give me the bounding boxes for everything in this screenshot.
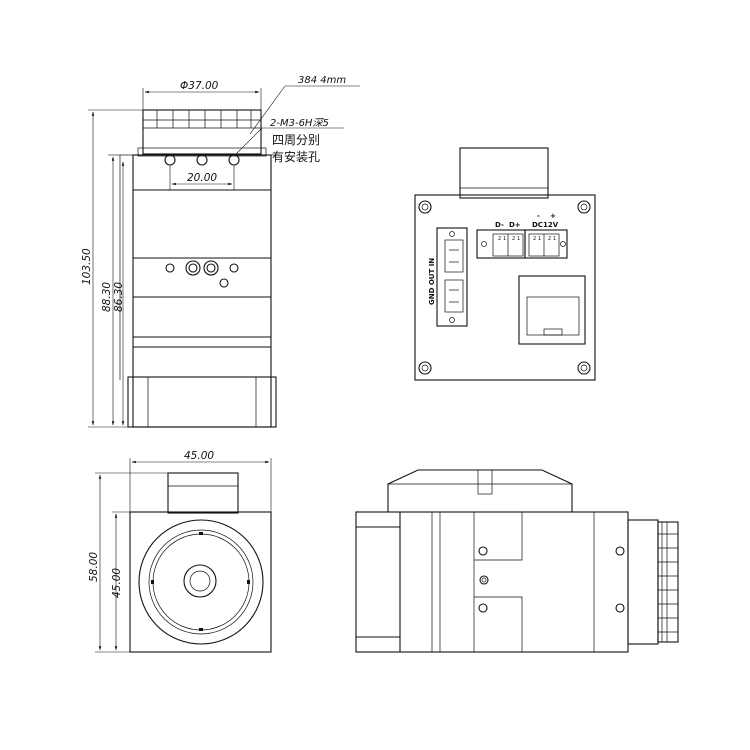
mount-holes-label: 2-M3-6H深5 [270, 117, 329, 129]
svg-text:2: 2 [498, 236, 501, 242]
lens-ring [137, 109, 267, 157]
mount-note-2: 有安装孔 [272, 149, 320, 164]
io-terminal-block: GND OUT IN [428, 227, 468, 327]
power-plus-label: + [550, 212, 556, 220]
svg-text:2: 2 [533, 236, 536, 242]
height-total-label: 103.50 [81, 248, 93, 285]
svg-text:1: 1 [538, 236, 541, 242]
lens-focal-label: 384 4mm [298, 75, 346, 86]
mount-note-1: 四周分别 [272, 133, 320, 147]
svg-text:1: 1 [553, 236, 556, 242]
svg-text:1: 1 [503, 236, 506, 242]
svg-text:1: 1 [517, 236, 520, 242]
side-view [355, 469, 679, 653]
svg-text:2: 2 [548, 236, 551, 242]
camera-body-top [119, 154, 280, 428]
power-label: DC12V [532, 221, 559, 229]
front-view: 45.00 58.00 45.00 [88, 450, 272, 653]
rs485-minus-label: D- [495, 221, 504, 229]
io-label: GND OUT IN [428, 258, 436, 305]
corner-screws [418, 200, 591, 375]
hole-spacing-label: 20.00 [187, 172, 217, 184]
width-label: 45.00 [184, 450, 214, 462]
power-minus-label: - [537, 212, 540, 220]
top-view: Φ37.00 384 4mm 2-M3-6H深5 四周分别 有安装孔 20.00… [81, 75, 360, 428]
rs485-plus-label: D+ [509, 221, 521, 229]
top-dimensions: Φ37.00 384 4mm 2-M3-6H深5 四周分别 有安装孔 20.00… [81, 75, 360, 428]
height-b-label: 86.30 [113, 282, 125, 312]
lens-diameter-label: Φ37.00 [180, 80, 219, 92]
front-height-label: 45.00 [111, 568, 123, 598]
front-height-total-label: 58.00 [88, 552, 100, 582]
height-a-label: 88.30 [101, 282, 113, 312]
svg-text:2: 2 [512, 236, 515, 242]
ethernet-port [518, 275, 586, 345]
